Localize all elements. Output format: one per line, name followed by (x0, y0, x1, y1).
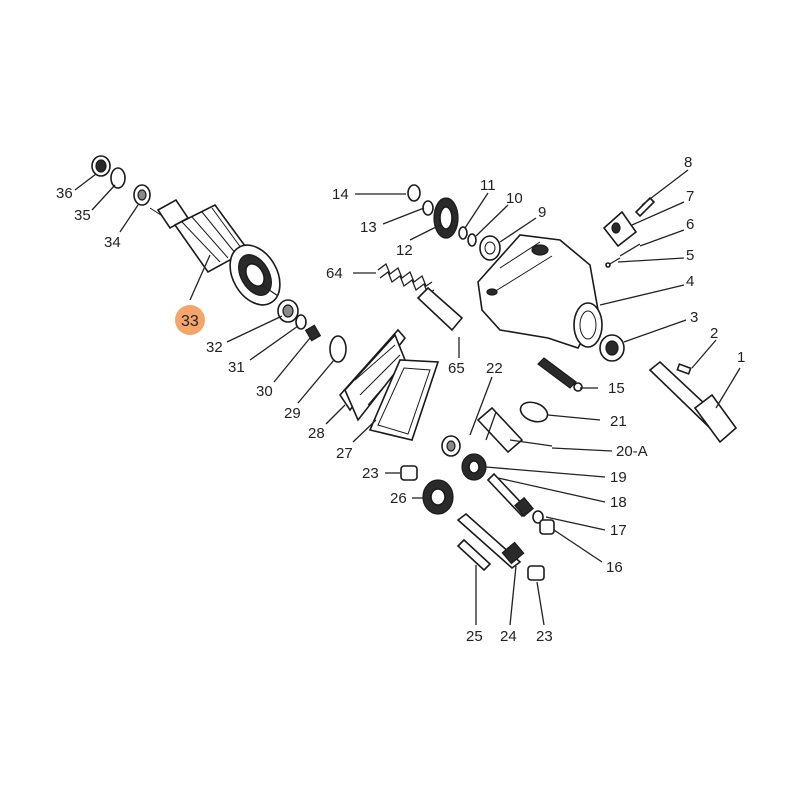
part-15-screw (537, 357, 583, 392)
part-31-washer (295, 314, 307, 330)
part-21-disc (519, 401, 549, 423)
part-7-clamp (602, 210, 638, 248)
part-3-bearing (599, 334, 625, 362)
part-20a-crank (476, 406, 553, 454)
part-22-bearing (441, 435, 461, 457)
callout-14: 14 (332, 186, 349, 203)
callout-16: 16 (606, 559, 623, 576)
callout-27: 27 (336, 445, 353, 462)
callout-24: 24 (500, 628, 517, 645)
callout-3: 3 (690, 309, 698, 326)
callout-5: 5 (686, 247, 694, 264)
part-32-bearing (277, 299, 299, 323)
part-28-gasket (368, 359, 440, 441)
part-9-bearing (479, 235, 501, 261)
callout-21: 21 (610, 413, 627, 430)
part-18-shaft (486, 472, 534, 518)
part-34-bearing (133, 184, 151, 206)
part-30-bush (304, 324, 322, 342)
callout-2: 2 (710, 325, 718, 342)
part-35-ring (110, 167, 126, 189)
part-36-bearing (91, 155, 111, 177)
part-25-key (456, 538, 492, 572)
callout-6: 6 (686, 216, 694, 233)
part-1-spindle (648, 360, 738, 444)
callout-23-upper: 23 (362, 465, 379, 482)
callout-36: 36 (56, 185, 73, 202)
callout-4: 4 (686, 273, 694, 290)
callout-31: 31 (228, 359, 245, 376)
part-12-gear (433, 197, 459, 239)
callout-23-lower: 23 (536, 628, 553, 645)
part-29-o-ring (329, 335, 347, 363)
callout-64: 64 (326, 265, 343, 282)
callout-labels: 36 35 34 33 32 31 30 29 28 27 64 65 14 1… (56, 154, 745, 645)
part-14-sleeve (407, 184, 421, 202)
callout-9: 9 (538, 204, 546, 221)
callout-65: 65 (448, 360, 465, 377)
callout-8: 8 (684, 154, 692, 171)
callout-25: 25 (466, 628, 483, 645)
callout-26: 26 (390, 490, 407, 507)
callout-10: 10 (506, 190, 523, 207)
part-26-gear (422, 479, 454, 515)
callout-20a: 20-A (616, 443, 648, 460)
part-13-ring (422, 200, 434, 216)
part-4-gear-housing (477, 234, 603, 349)
callout-12: 12 (396, 242, 413, 259)
part-19-gear (461, 453, 487, 481)
callout-11: 11 (480, 177, 496, 194)
callout-15: 15 (608, 380, 625, 397)
part-65-pad (416, 286, 464, 332)
part-33-armature (149, 198, 281, 306)
callout-18: 18 (610, 494, 627, 511)
callout-22: 22 (486, 360, 503, 377)
leader-lines (74, 169, 741, 626)
part-8-screw (634, 196, 656, 218)
part-6-pin (619, 243, 641, 257)
part-23-bush-lower (527, 565, 545, 581)
callout-28: 28 (308, 425, 325, 442)
part-24-shaft (456, 512, 525, 570)
callout-7: 7 (686, 188, 694, 205)
callout-32: 32 (206, 339, 223, 356)
part-23-bush-upper (400, 465, 418, 481)
part-5-pin (605, 257, 621, 268)
callout-33: 33 (181, 313, 199, 330)
part-10-ring (467, 233, 477, 247)
part-2-key (676, 363, 692, 375)
highlight-badge (175, 305, 205, 335)
callout-17: 17 (610, 522, 627, 539)
part-16-bush (539, 519, 555, 535)
callout-34: 34 (104, 234, 121, 251)
callout-29: 29 (284, 405, 301, 422)
callout-35: 35 (74, 207, 91, 224)
callout-1: 1 (737, 349, 745, 366)
part-11-ring (458, 226, 468, 240)
callout-19: 19 (610, 469, 627, 486)
callout-30: 30 (256, 383, 273, 400)
callout-13: 13 (360, 219, 377, 236)
